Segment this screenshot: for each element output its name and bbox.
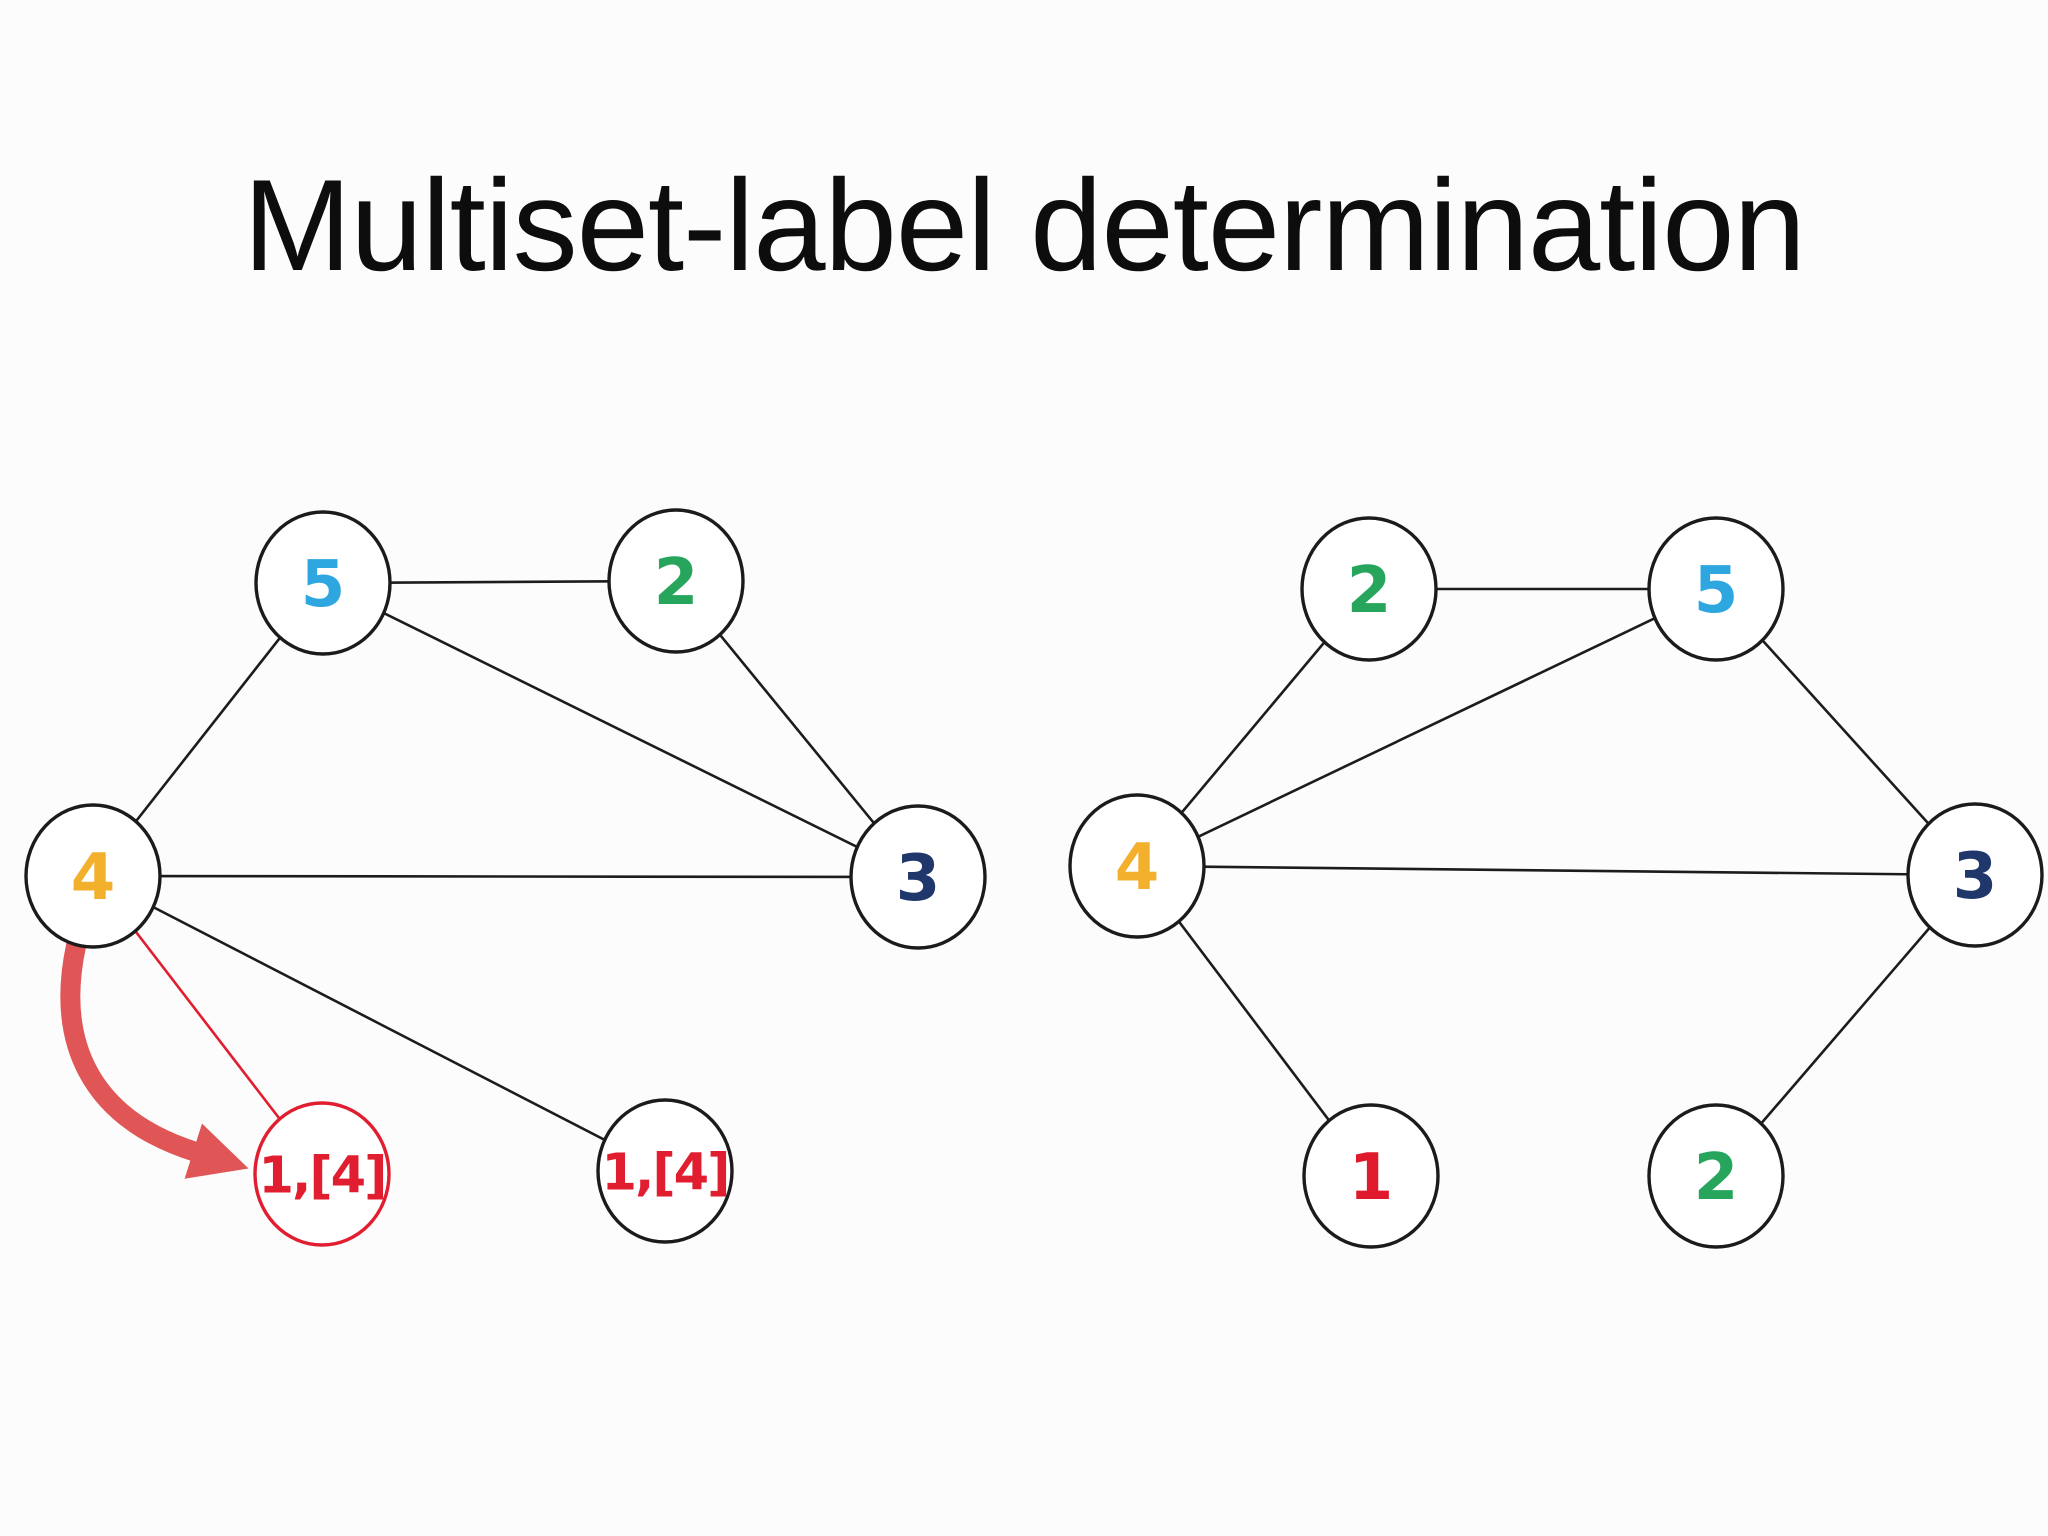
graph-node-circle-5 — [254, 510, 392, 656]
graph-edge-n4-m2 — [92, 874, 666, 1173]
graph-node-circle-2 — [607, 508, 745, 654]
relabel-arrow — [60, 936, 249, 1179]
graph-node-label-1,[4]: 1,[4] — [259, 1146, 386, 1205]
graph-node-circle-1,[4] — [596, 1098, 734, 1244]
graph-node-circle-2 — [1647, 1103, 1785, 1249]
graph-node-label-2: 2 — [1347, 554, 1392, 628]
graph-node-label-3: 3 — [896, 842, 941, 916]
graph-node-label-1,[4]: 1,[4] — [602, 1143, 729, 1202]
graph-node-circle-1 — [1302, 1103, 1440, 1249]
graph-node-circle-4 — [24, 803, 162, 949]
graph-node-label-3: 3 — [1953, 840, 1998, 914]
graph-node-label-4: 4 — [71, 841, 116, 915]
graph-node-circle-4 — [1068, 793, 1206, 939]
graph-edge-r4-r3 — [1136, 864, 1976, 877]
graph-node-circle-3 — [849, 804, 987, 950]
slide-title: Multiset-label determination — [243, 152, 1806, 298]
graph-edge-r4-r5 — [1136, 587, 1717, 868]
graph-edge-n4-n3 — [92, 874, 919, 879]
graph-edge-n5-n3 — [322, 581, 919, 879]
graph-node-circle-1,[4] — [253, 1101, 391, 1247]
graph-node-label-1: 1 — [1349, 1141, 1394, 1215]
graph-node-label-5: 5 — [1694, 554, 1739, 628]
graph-after-relabel: 2 5 4 3 1 2 — [1068, 516, 2044, 1249]
graph-node-label-2: 2 — [654, 546, 699, 620]
graph-node-circle-2 — [1300, 516, 1438, 662]
graph-node-label-4: 4 — [1115, 831, 1160, 905]
graph-node-circle-5 — [1647, 516, 1785, 662]
graph-before-relabel: 5 2 4 3 1,[4] 1,[4] — [24, 508, 987, 1247]
graph-node-circle-3 — [1906, 802, 2044, 948]
graph-node-label-5: 5 — [301, 548, 346, 622]
graph-node-label-2: 2 — [1694, 1141, 1739, 1215]
